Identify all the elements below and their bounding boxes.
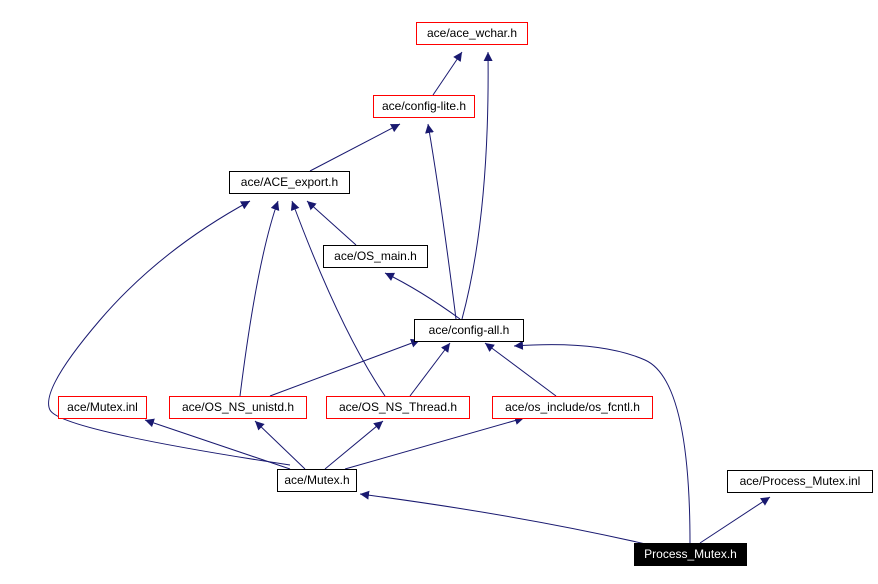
edge-os_ns_thread-to-ace_export bbox=[290, 200, 386, 397]
edge-config_all-to-ace_wchar bbox=[461, 51, 493, 320]
edge-mutex_h-to-mutex_inl bbox=[144, 418, 291, 470]
nodes-layer: ace/ace_wchar.h ace/config-lite.h ace/ACE_… bbox=[58, 22, 873, 566]
node-process-mutex-inl[interactable]: ace/Process_Mutex.inl bbox=[727, 470, 873, 493]
node-label: ace/Mutex.h bbox=[284, 473, 349, 487]
node-label: ace/OS_NS_Thread.h bbox=[339, 400, 457, 414]
node-os-main[interactable]: ace/OS_main.h bbox=[323, 245, 428, 268]
node-label: ace/OS_NS_unistd.h bbox=[182, 400, 294, 414]
node-box bbox=[373, 95, 475, 118]
node-label: ace/Process_Mutex.inl bbox=[740, 474, 861, 488]
edge-config_all-to-config_lite bbox=[425, 123, 457, 320]
node-os-fcntl[interactable]: ace/os_include/os_fcntl.h bbox=[492, 396, 653, 419]
edge-config_all-to-os_main bbox=[384, 272, 461, 320]
node-label: ace/os_include/os_fcntl.h bbox=[505, 400, 640, 414]
node-box bbox=[323, 245, 428, 268]
edges-layer bbox=[48, 51, 771, 546]
node-ace-export[interactable]: ace/ACE_export.h bbox=[229, 171, 350, 194]
node-os-ns-thread[interactable]: ace/OS_NS_Thread.h bbox=[326, 396, 470, 419]
node-config-lite[interactable]: ace/config-lite.h bbox=[373, 95, 475, 118]
node-box bbox=[58, 396, 147, 419]
node-label: ace/config-all.h bbox=[429, 323, 510, 337]
node-config-all[interactable]: ace/config-all.h bbox=[414, 319, 524, 342]
edge-mutex_h-to-ace_export bbox=[48, 200, 291, 466]
node-box bbox=[634, 543, 747, 566]
node-label: ace/Mutex.inl bbox=[67, 400, 138, 414]
edge-config_lite-to-ace_wchar bbox=[432, 51, 463, 96]
edge-mutex_h-to-os_ns_thread bbox=[324, 420, 384, 470]
edge-os_ns_unistd-to-config_all bbox=[269, 338, 421, 397]
node-label: ace/OS_main.h bbox=[334, 249, 417, 263]
node-box bbox=[326, 396, 470, 419]
node-box bbox=[414, 319, 524, 342]
node-box bbox=[492, 396, 653, 419]
node-process-mutex-h[interactable]: Process_Mutex.h bbox=[634, 543, 747, 566]
node-os-ns-unistd[interactable]: ace/OS_NS_unistd.h bbox=[169, 396, 307, 419]
edge-os_ns_unistd-to-ace_export bbox=[239, 200, 280, 397]
node-box bbox=[169, 396, 307, 419]
node-mutex-h[interactable]: ace/Mutex.h bbox=[277, 469, 357, 492]
edge-process_mutex_h-to-config_all bbox=[513, 340, 691, 544]
node-box bbox=[416, 22, 528, 45]
edge-os_main-to-ace_export bbox=[306, 200, 357, 246]
edge-process_mutex_h-to-mutex_h bbox=[359, 490, 651, 546]
node-box bbox=[277, 469, 357, 492]
edge-mutex_h-to-os_ns_unistd bbox=[254, 420, 306, 470]
node-box bbox=[727, 470, 873, 493]
edge-process_mutex_h-to-process_mutex_inl bbox=[699, 496, 771, 544]
edge-os_fcntl-to-config_all bbox=[484, 342, 557, 397]
edge-mutex_h-to-os_fcntl bbox=[344, 416, 525, 470]
edge-ace_export-to-config_lite bbox=[309, 123, 401, 172]
node-box bbox=[229, 171, 350, 194]
node-label: ace/config-lite.h bbox=[382, 99, 466, 113]
edge-os_ns_thread-to-config_all bbox=[409, 342, 451, 397]
node-ace-wchar[interactable]: ace/ace_wchar.h bbox=[416, 22, 528, 45]
node-mutex-inl[interactable]: ace/Mutex.inl bbox=[58, 396, 147, 419]
node-label: ace/ace_wchar.h bbox=[427, 26, 517, 40]
node-label: Process_Mutex.h bbox=[644, 547, 737, 561]
node-label: ace/ACE_export.h bbox=[241, 175, 338, 189]
